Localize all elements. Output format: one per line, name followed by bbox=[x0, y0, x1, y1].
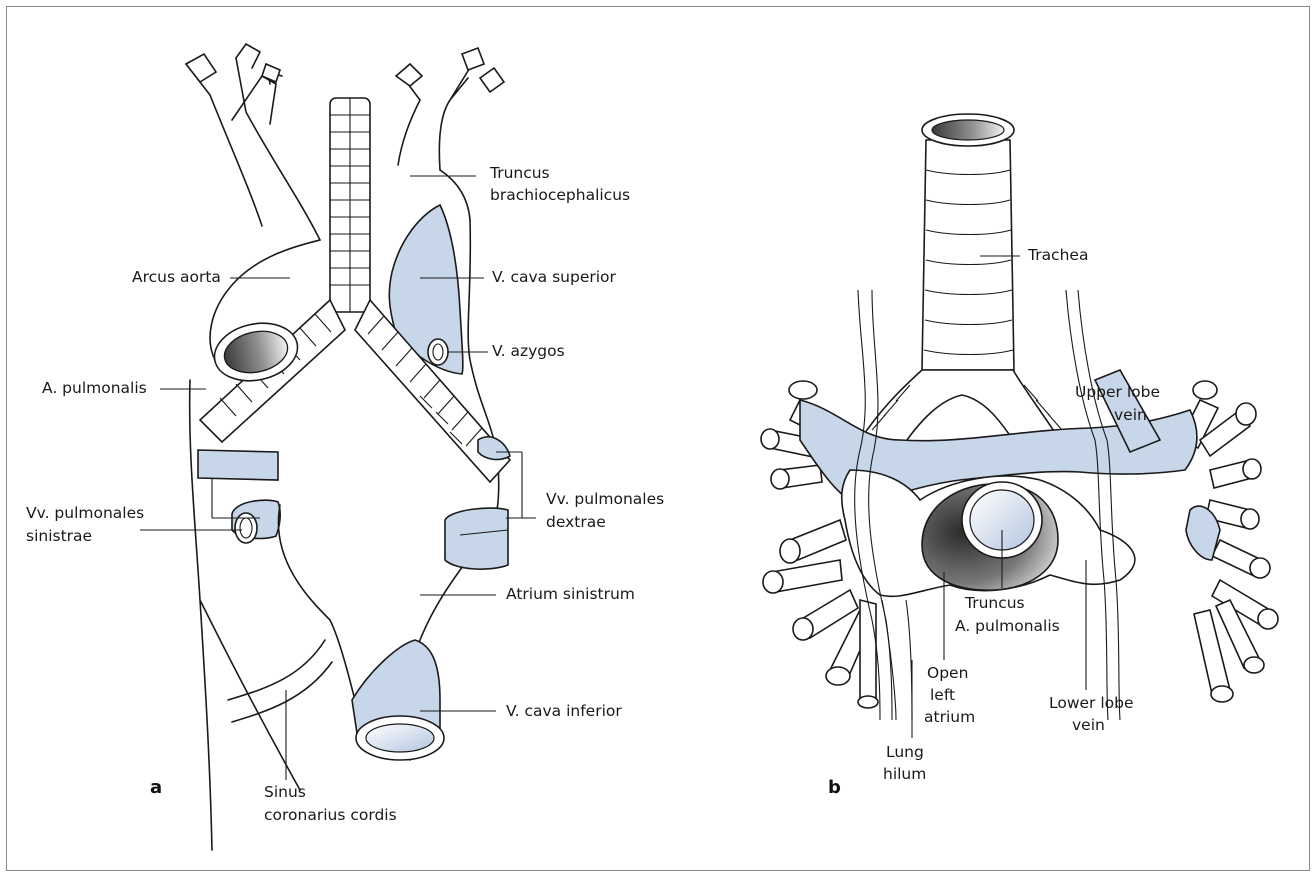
label-atrium-sinistrum: Atrium sinistrum bbox=[506, 585, 635, 603]
label-arcus-aorta: Arcus aorta bbox=[132, 268, 221, 286]
label-v-cava-superior: V. cava superior bbox=[492, 268, 617, 286]
label-a-pulmonalis: A. pulmonalis bbox=[42, 379, 147, 397]
label-lower-lobe-vein-1: Lower lobe bbox=[1049, 694, 1134, 712]
label-vv-pulmonales-sinistrae-2: sinistrae bbox=[26, 527, 92, 545]
label-upper-lobe-vein-1: Upper lobe bbox=[1075, 383, 1160, 401]
label-truncus-brachiocephalicus-2: brachiocephalicus bbox=[490, 186, 630, 204]
label-upper-lobe-vein-2: vein bbox=[1114, 406, 1147, 424]
label-open-left-atrium-3: atrium bbox=[924, 708, 975, 726]
label-truncus-brachiocephalicus-1: Truncus bbox=[489, 164, 550, 182]
label-vv-pulmonales-dextrae-2: dextrae bbox=[546, 513, 606, 531]
panel-letter-a: a bbox=[150, 777, 162, 798]
label-sinus-coronarius-1: Sinus bbox=[264, 783, 306, 801]
label-vv-pulmonales-sinistrae-1: Vv. pulmonales bbox=[26, 504, 144, 522]
label-truncus-1: Truncus bbox=[964, 594, 1025, 612]
label-truncus-2: A. pulmonalis bbox=[955, 617, 1060, 635]
label-trachea: Trachea bbox=[1027, 246, 1088, 264]
label-lower-lobe-vein-2: vein bbox=[1072, 716, 1105, 734]
label-v-cava-inferior: V. cava inferior bbox=[506, 702, 622, 720]
label-lung-hilum-2: hilum bbox=[883, 765, 926, 783]
label-lung-hilum-1: Lung bbox=[886, 743, 924, 761]
label-v-azygos: V. azygos bbox=[492, 342, 565, 360]
panel-letter-b: b bbox=[828, 777, 841, 798]
label-sinus-coronarius-2: coronarius cordis bbox=[264, 806, 397, 824]
panel-a-drawing bbox=[186, 44, 510, 850]
label-open-left-atrium-1: Open bbox=[927, 664, 968, 682]
label-vv-pulmonales-dextrae-1: Vv. pulmonales bbox=[546, 490, 664, 508]
trachea-rings-a bbox=[200, 98, 510, 482]
label-open-left-atrium-2: left bbox=[930, 686, 955, 704]
